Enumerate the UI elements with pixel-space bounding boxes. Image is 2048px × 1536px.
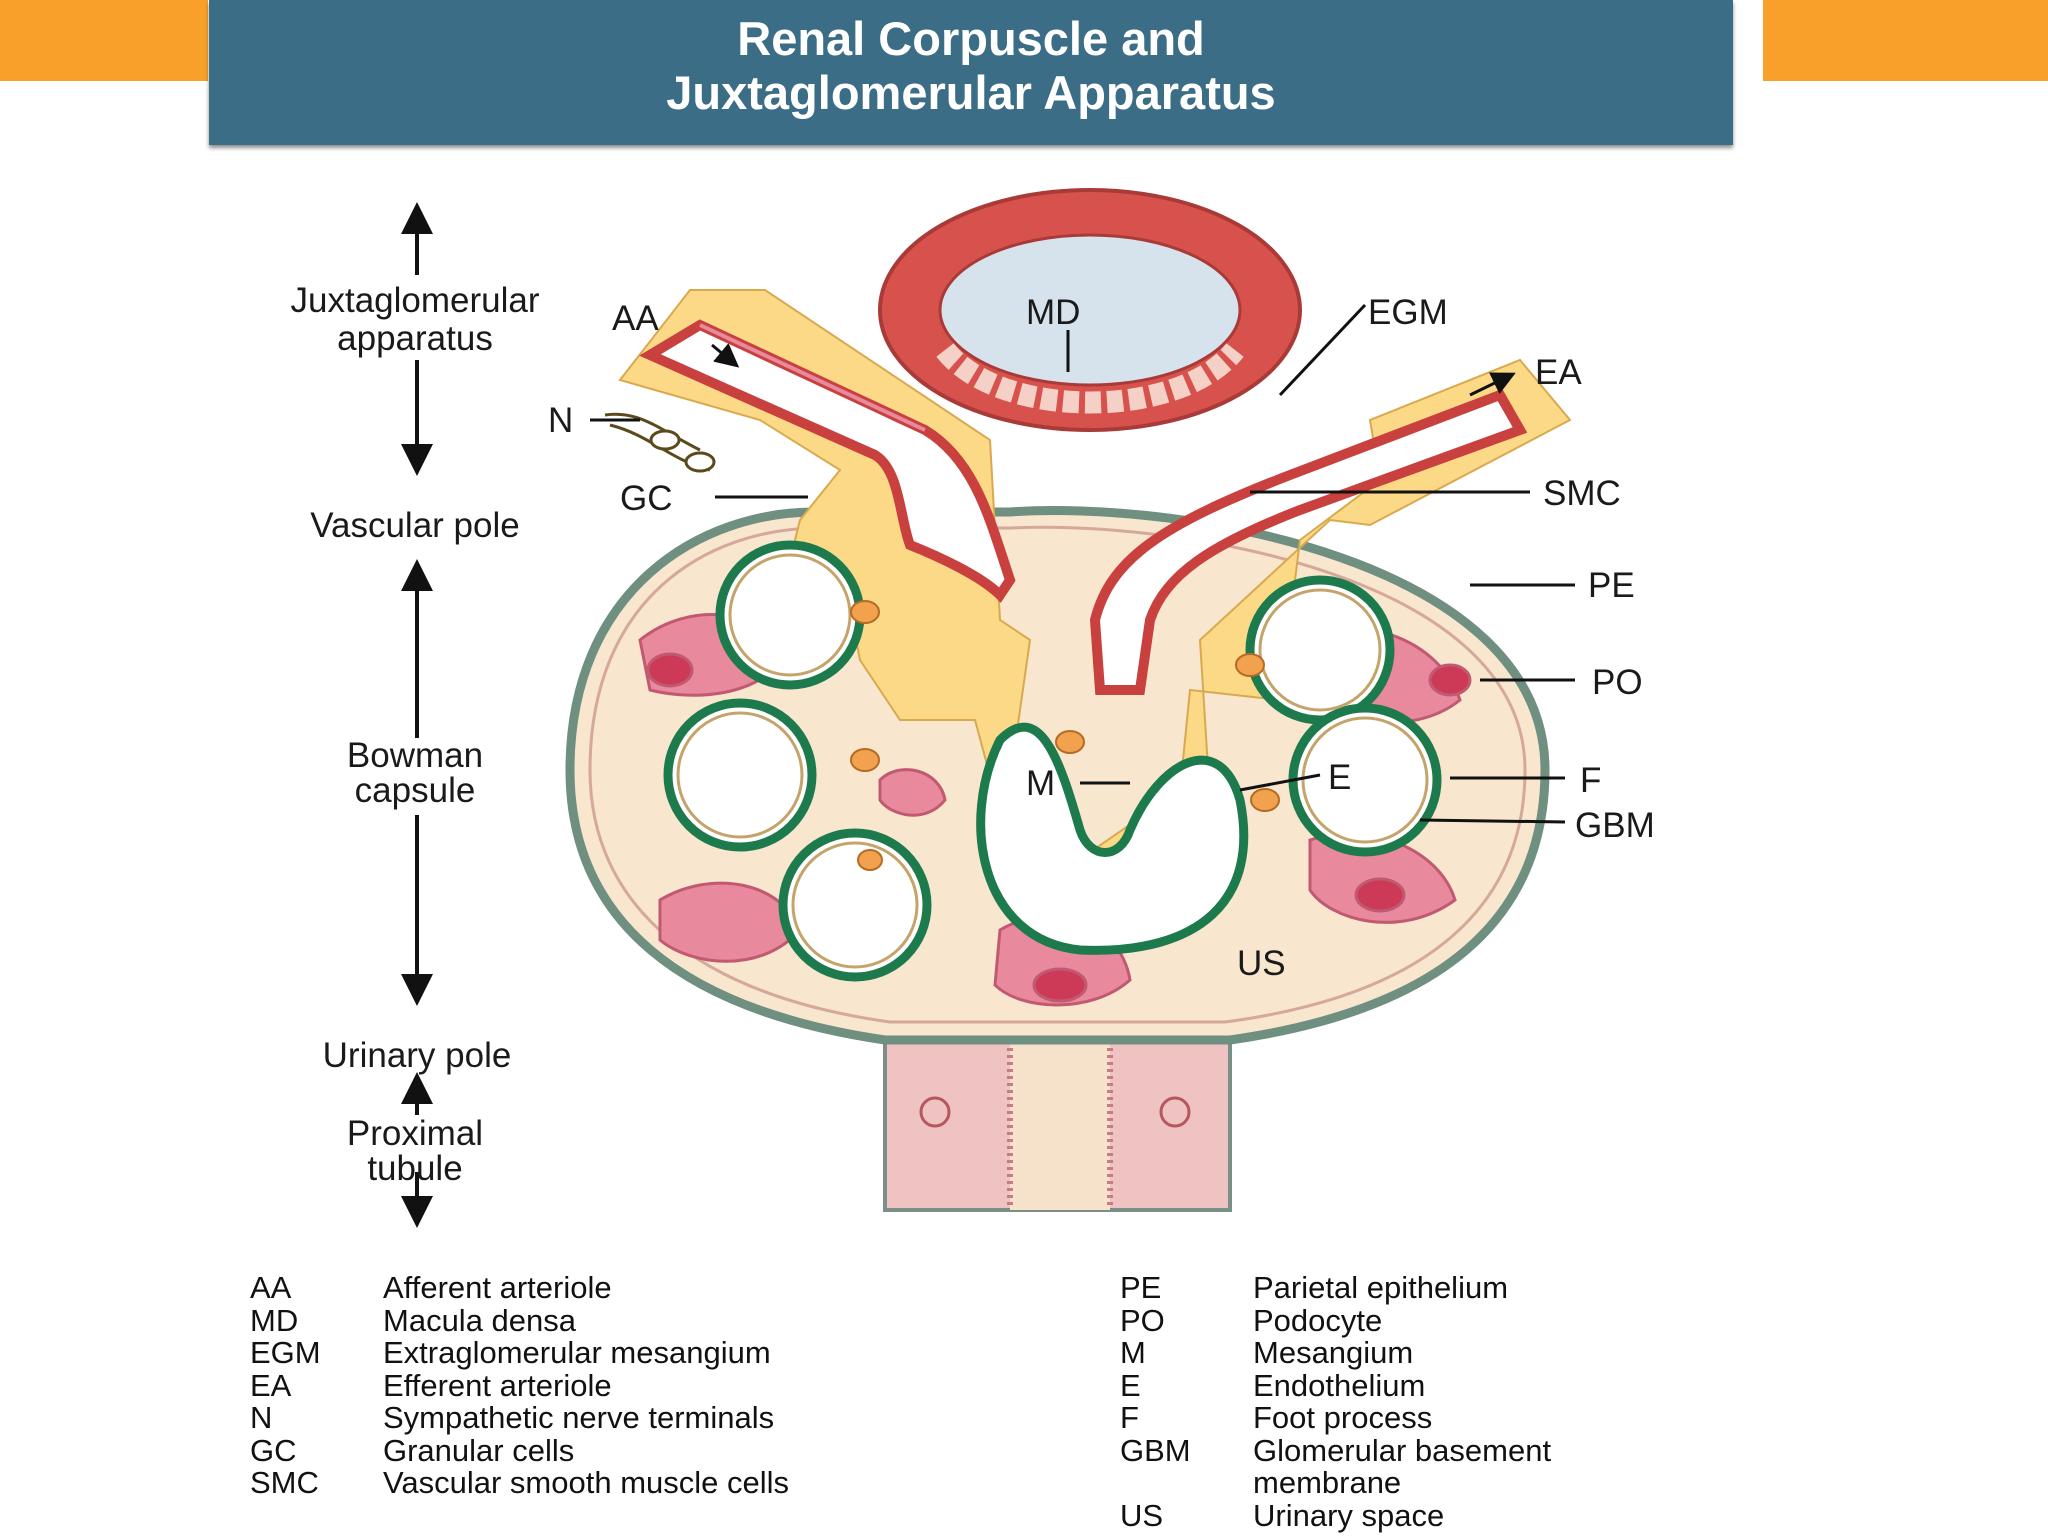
legend-abbr: GBM	[1120, 1432, 1191, 1468]
legend-abbr: US	[1120, 1497, 1164, 1533]
legend-def: Granular cells	[383, 1432, 575, 1468]
endothelium-layer	[676, 553, 1429, 969]
callout-md: MD	[1026, 293, 1080, 332]
legend-row: GBM Glomerular basement	[1120, 1432, 1552, 1468]
legend-abbr: E	[1120, 1367, 1141, 1403]
label-urinary-pole: Urinary pole	[323, 1036, 512, 1075]
label-proximal-line1: Proximal	[347, 1114, 483, 1153]
legend-row: AA Afferent arteriole	[250, 1270, 789, 1305]
legend-def: membrane	[1253, 1465, 1402, 1500]
legend-abbr: F	[1120, 1400, 1139, 1435]
callout-f: F	[1580, 761, 1601, 800]
legend-abbr: EA	[250, 1367, 292, 1403]
legend-def: Glomerular basement	[1253, 1432, 1552, 1468]
callout-po: PO	[1592, 663, 1643, 702]
legend-row: M Mesangium	[1120, 1335, 1551, 1370]
legend-abbr: AA	[250, 1270, 292, 1305]
efferent-arteriole	[1089, 388, 1528, 695]
side-labels: Juxtaglomerular apparatus Vascular pole …	[291, 281, 540, 1188]
callout-us: US	[1237, 944, 1286, 983]
legend-def: Sympathetic nerve terminals	[383, 1400, 775, 1435]
legend-def: Podocyte	[1253, 1302, 1383, 1338]
legend-def: Urinary space	[1253, 1497, 1445, 1533]
orange-accent-left	[0, 0, 208, 81]
legend-def: Foot process	[1253, 1400, 1433, 1435]
legend-row: F Foot process	[1120, 1400, 1551, 1435]
legend-row: PE Parietal epithelium	[1120, 1270, 1551, 1305]
callout-pe: PE	[1588, 566, 1635, 605]
legend-row: SMC Vascular smooth muscle cells	[250, 1465, 790, 1500]
title-line-1: Renal Corpuscle and	[737, 12, 1205, 65]
legend-abbr	[1120, 1467, 1253, 1500]
legend-abbr: EGM	[250, 1335, 321, 1370]
callout-gc: GC	[620, 479, 673, 518]
glomerular-capillaries	[663, 540, 1442, 982]
legend-abbr: MD	[250, 1302, 299, 1338]
callout-labels: AA MD EGM EA N GC SMC PE PO M E F GBM US	[548, 293, 1655, 983]
page-title: Renal Corpuscle and Juxtaglomerular Appa…	[209, 12, 1733, 120]
mesangial-cells	[850, 600, 1280, 871]
callout-smc: SMC	[1543, 474, 1621, 513]
legend-row: membrane	[1120, 1465, 1551, 1500]
legend-right: PE Parietal epithelium PO Podocyte M Mesang…	[1120, 1270, 1552, 1533]
callout-m: M	[1026, 764, 1055, 803]
callout-aa: AA	[612, 299, 659, 338]
legend-def: Extraglomerular mesangium	[383, 1335, 771, 1370]
legend-row: N Sympathetic nerve terminals	[250, 1400, 789, 1435]
legend-def: Macula densa	[383, 1302, 577, 1338]
nerve-terminals	[604, 412, 716, 473]
legend-def: Afferent arteriole	[383, 1270, 612, 1305]
callout-gbm: GBM	[1575, 806, 1655, 845]
legend-abbr: GC	[250, 1432, 297, 1468]
label-vascular-pole: Vascular pole	[310, 506, 519, 545]
legend-row: EA Efferent arteriole	[250, 1367, 789, 1403]
legend-def: Parietal epithelium	[1253, 1270, 1509, 1305]
legend-abbr: PO	[1120, 1302, 1165, 1338]
legend-def: Mesangium	[1253, 1335, 1414, 1370]
label-jga-line1: Juxtaglomerular	[291, 281, 540, 320]
callout-n: N	[548, 401, 573, 440]
legend-row: PO Podocyte	[1120, 1302, 1551, 1338]
legend-row: MD Macula densa	[250, 1302, 789, 1338]
orange-accent-right	[1763, 0, 2048, 81]
legend-abbr: N	[250, 1400, 273, 1435]
legend-abbr: M	[1120, 1335, 1146, 1370]
legend-abbr: SMC	[250, 1465, 319, 1500]
legend-row: E Endothelium	[1120, 1367, 1551, 1403]
callout-ea: EA	[1535, 353, 1582, 392]
legend-row: GC Granular cells	[250, 1432, 789, 1468]
callout-e: E	[1328, 758, 1351, 797]
legend-abbr: PE	[1120, 1270, 1162, 1305]
label-proximal-line2: tubule	[367, 1149, 462, 1188]
label-jga-line2: apparatus	[337, 319, 493, 358]
legend-def: Vascular smooth muscle cells	[383, 1465, 790, 1500]
label-bowman-line2: capsule	[355, 771, 476, 810]
afferent-arteriole	[639, 319, 1016, 603]
title-line-2: Juxtaglomerular Apparatus	[666, 66, 1276, 119]
legend-row: US Urinary space	[1120, 1497, 1551, 1533]
podocyte-layer	[638, 613, 1472, 1007]
legend-def: Efferent arteriole	[383, 1367, 612, 1403]
title-bar: Renal Corpuscle and Juxtaglomerular Appa…	[209, 0, 1733, 145]
callout-leaders	[590, 303, 1575, 824]
callout-egm: EGM	[1368, 293, 1448, 332]
proximal-tubule	[883, 1038, 1232, 1212]
legend-row: EGM Extraglomerular mesangium	[250, 1335, 789, 1370]
label-bowman-line1: Bowman	[347, 736, 483, 775]
macula-densa	[878, 188, 1302, 432]
legend-def: Endothelium	[1253, 1367, 1426, 1403]
